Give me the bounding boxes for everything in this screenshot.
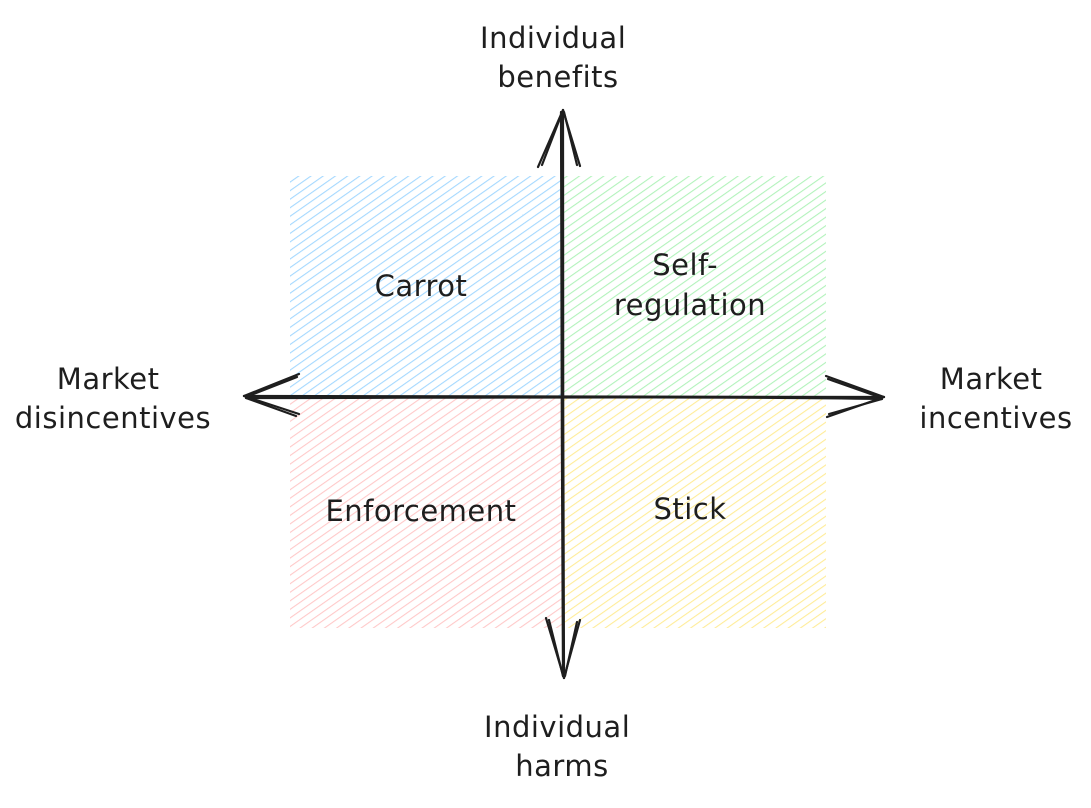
quadrant-label-carrot: Carrot — [375, 269, 468, 303]
axis-label-top: Individual benefits — [480, 21, 636, 94]
quadrant-top-left — [290, 176, 562, 396]
axis-label-bottom: Individual harms — [484, 710, 640, 783]
quadrant-label-self-regulation: Self- regulation — [614, 248, 766, 322]
quadrant-label-self-regulation-line-1: Self- — [652, 248, 718, 282]
axis-label-left-line-1: Market — [57, 362, 160, 396]
axis-label-top-line-1: Individual — [480, 21, 626, 55]
axis-label-top-line-2: benefits — [497, 60, 618, 94]
quadrant-bottom-left — [290, 396, 562, 628]
quadrant-label-enforcement-line-1: Enforcement — [325, 494, 516, 528]
quadrant-label-stick: Stick — [653, 492, 726, 526]
quadrant-bottom-right — [562, 396, 826, 628]
quadrant-label-enforcement: Enforcement — [325, 494, 516, 528]
axis-label-right-line-2: incentives — [919, 401, 1072, 435]
axis-label-bottom-line-1: Individual — [484, 710, 630, 744]
quadrant-label-self-regulation-line-2: regulation — [614, 288, 766, 322]
axis-label-right-line-1: Market — [940, 362, 1043, 396]
axis-label-right: Market incentives — [919, 362, 1072, 435]
axis-label-left: Market disincentives — [15, 362, 211, 435]
axis-label-bottom-line-2: harms — [515, 749, 608, 783]
quadrant-label-carrot-line-1: Carrot — [375, 269, 468, 303]
quadrant-label-stick-line-1: Stick — [653, 492, 726, 526]
vertical-axis — [536, 108, 582, 680]
horizontal-axis — [242, 372, 886, 419]
quadrant-top-right — [562, 176, 826, 396]
axis-label-left-line-2: disincentives — [15, 401, 211, 435]
